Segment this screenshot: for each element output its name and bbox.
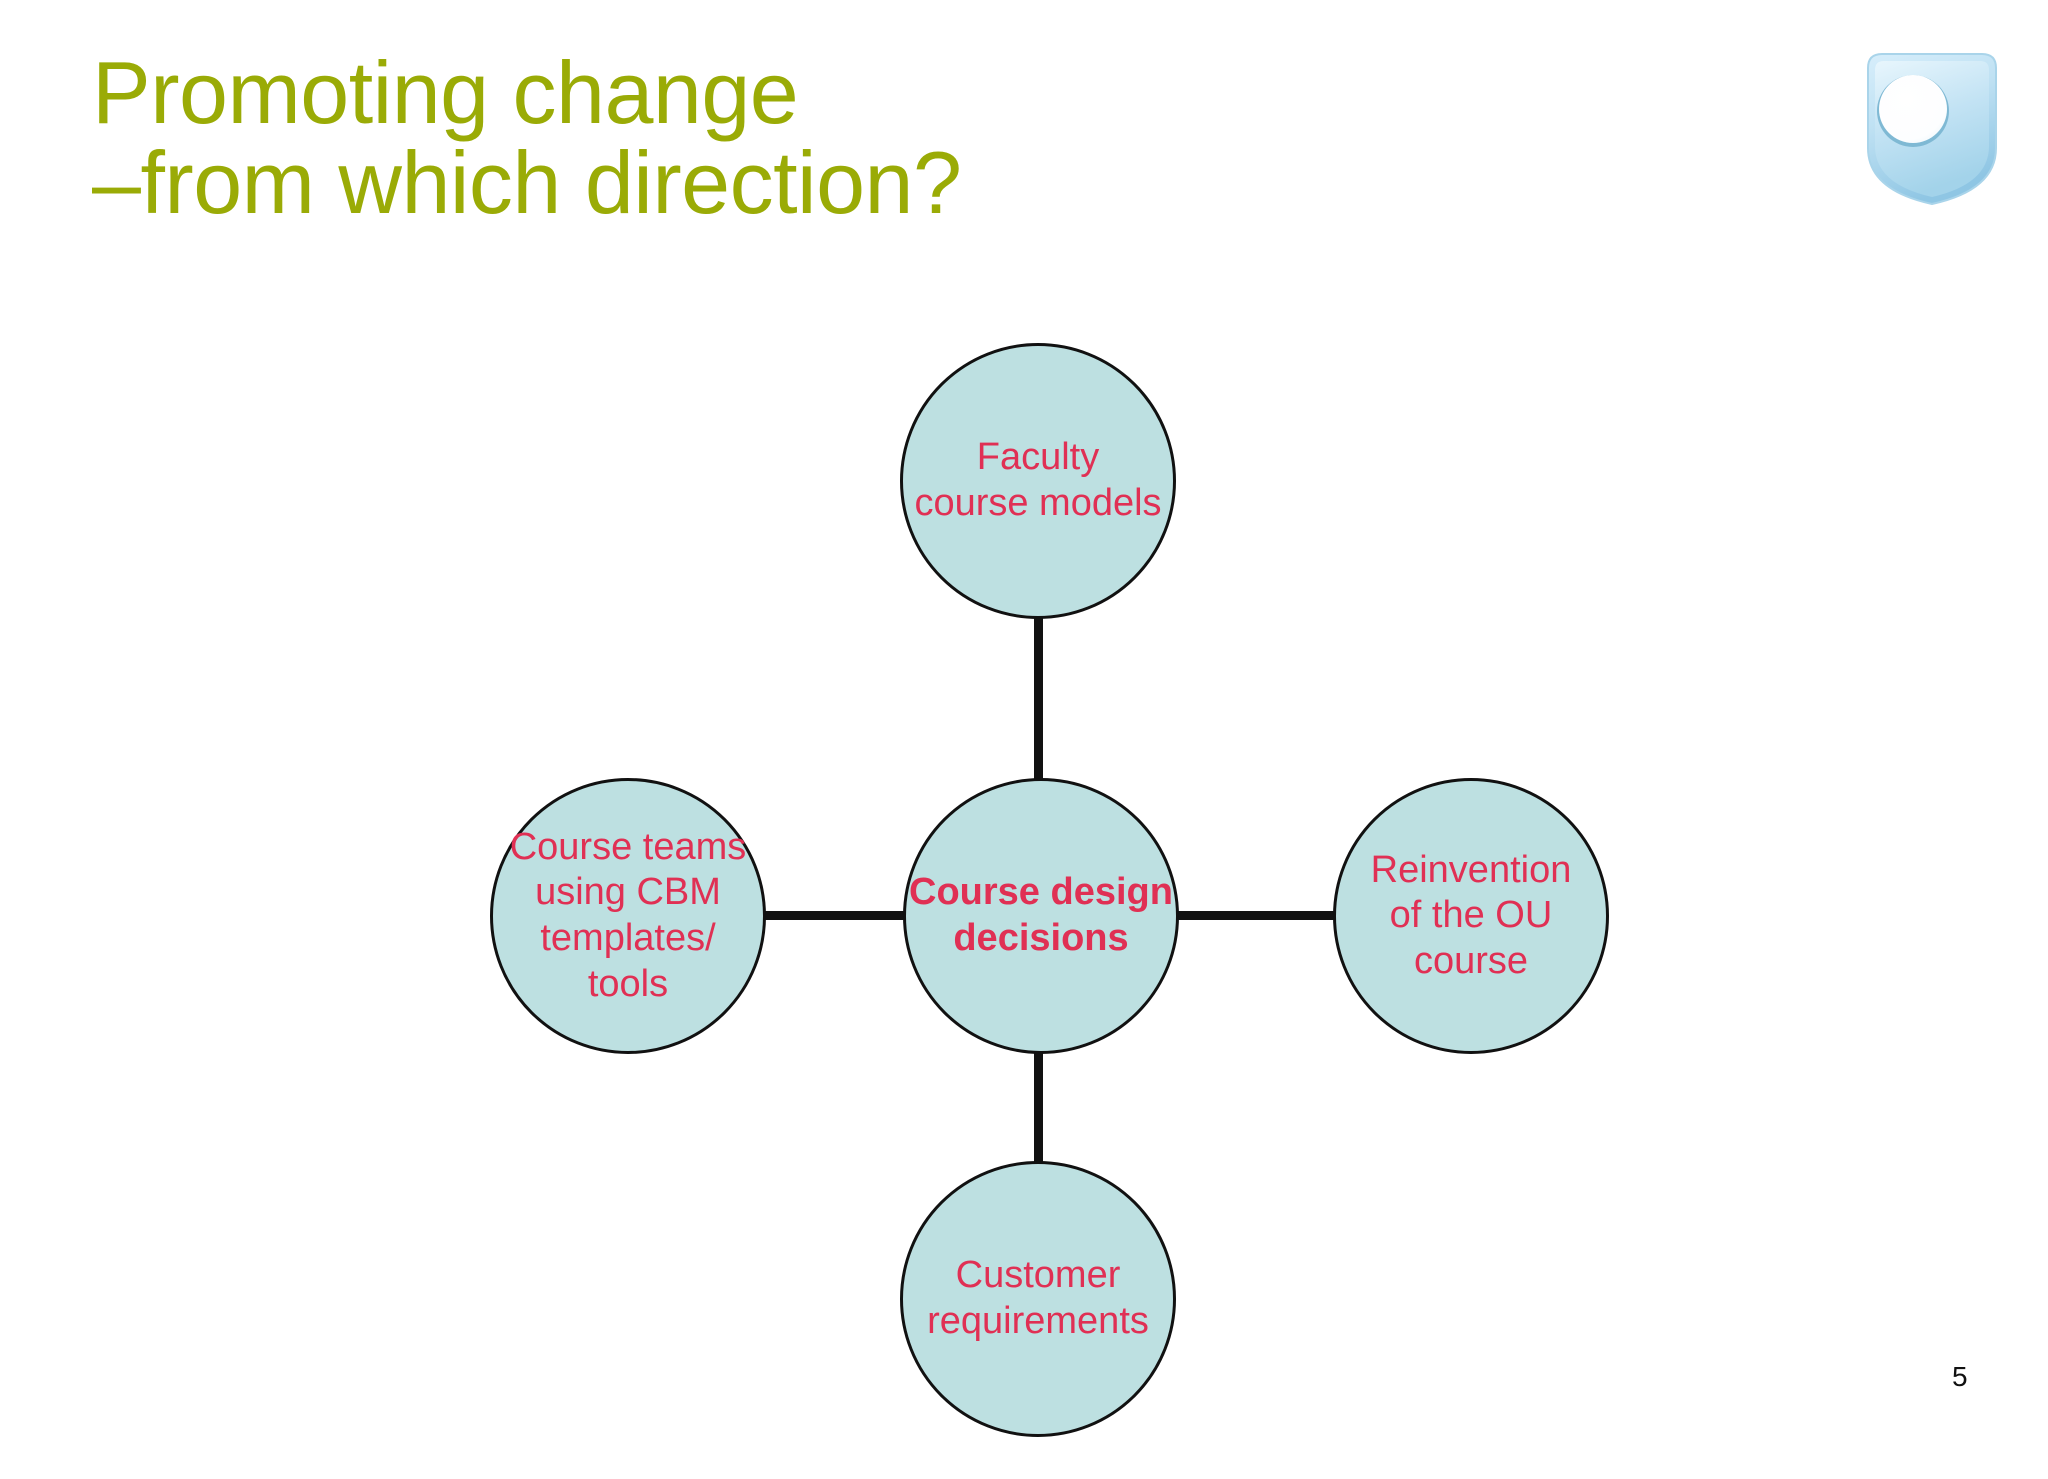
connector-center-to-top — [1034, 610, 1043, 790]
node-course-design-decisions[interactable]: Course design decisions — [903, 778, 1179, 1054]
node-course-teams-cbm[interactable]: Course teams using CBM templates/ tools — [490, 778, 766, 1054]
node-customer-requirements[interactable]: Customer requirements — [900, 1161, 1176, 1437]
node-left-line-2: using CBM — [535, 871, 721, 914]
title-line-2: –from which direction? — [92, 132, 962, 232]
node-left-line-3: templates/ — [540, 917, 716, 959]
node-reinvention-ou-course[interactable]: Reinvention of the OU course — [1333, 778, 1609, 1054]
node-left-line-4: tools — [587, 962, 669, 1005]
connector-center-to-bottom — [1034, 1044, 1043, 1174]
node-center-label: Course design decisions — [906, 870, 1176, 961]
connector-center-to-right — [1170, 911, 1342, 920]
node-right-line-3: course — [1413, 939, 1529, 982]
node-left-line-1: Course teams — [509, 825, 747, 868]
page-number: 5 — [1952, 1361, 1968, 1392]
title-line-1: Promoting change — [92, 43, 799, 142]
node-bottom-label: Customer requirements — [903, 1253, 1173, 1344]
shield-circle — [1879, 75, 1947, 143]
node-faculty-course-models[interactable]: Faculty course models — [900, 343, 1176, 619]
page-title: Promoting change –from which direction? — [92, 48, 1292, 228]
node-top-line-1: Faculty — [976, 436, 1100, 479]
node-right-line-1: Reinvention — [1370, 848, 1572, 891]
node-center-line-1: Course design — [909, 871, 1173, 914]
node-top-label: Faculty course models — [903, 435, 1173, 526]
node-left-label: Course teams using CBM templates/ tools — [493, 825, 763, 1007]
node-right-line-2: of the OU — [1389, 894, 1553, 937]
open-university-shield-logo — [1858, 38, 2006, 210]
node-top-line-2: course models — [914, 482, 1162, 524]
node-bottom-line-2: requirements — [927, 1300, 1149, 1342]
node-right-label: Reinvention of the OU course — [1336, 848, 1606, 985]
node-center-line-2: decisions — [953, 917, 1129, 959]
node-bottom-line-1: Customer — [955, 1254, 1121, 1297]
shield-icon — [1867, 53, 1997, 206]
connector-center-to-left — [758, 911, 913, 920]
